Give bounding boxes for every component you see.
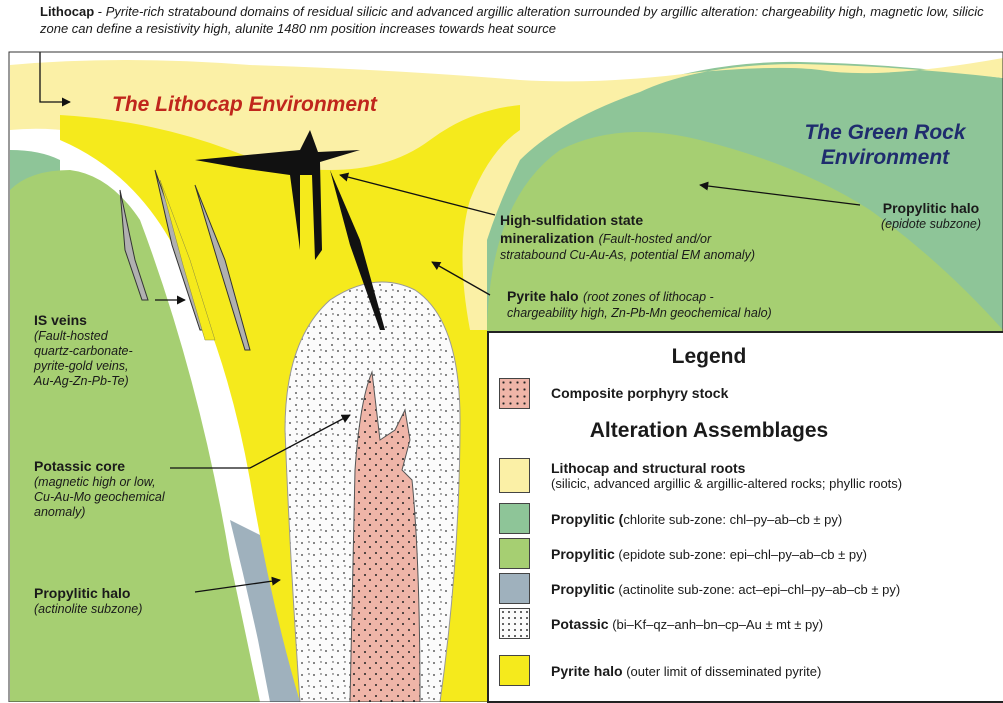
legend-actinolite-detail: (actinolite sub-zone: act–epi–chl–py–ab–… (615, 582, 900, 597)
pyrite-line-2: chargeability high, Zn-Pb-Mn geochemical… (507, 306, 887, 321)
legend-pyrite: Pyrite halo (outer limit of disseminated… (551, 663, 821, 679)
propylitic-actinolite-label: Propylitic halo (actinolite subzone) (34, 585, 224, 617)
hs-title-2: mineralization (500, 230, 594, 246)
green-rock-title-line1: The Green Rock (770, 120, 1000, 145)
swatch-actinolite (499, 573, 530, 604)
legend-actinolite-title: Propylitic (551, 581, 615, 597)
legend-porphyry: Composite porphyry stock (551, 385, 728, 401)
legend-potassic-title: Potassic (551, 616, 609, 632)
legend-chlorite-detail: chlorite sub-zone: chl–py–ab–cb ± py) (623, 512, 842, 527)
potassic-title: Potassic core (34, 458, 234, 475)
potassic-line-1: (magnetic high or low, (34, 475, 234, 490)
legend-pyrite-title: Pyrite halo (551, 663, 623, 679)
pyrite-paren: (root zones of lithocap - (583, 290, 714, 304)
potassic-line-2: Cu-Au-Mo geochemical (34, 490, 234, 505)
high-sulfidation-label: High-sulfidation state mineralization (F… (500, 212, 870, 263)
lithocap-text: Pyrite-rich stratabound domains of resid… (40, 4, 984, 36)
prop-act-sub: (actinolite subzone) (34, 602, 224, 617)
is-line-2: quartz-carbonate- (34, 344, 194, 359)
is-veins-label: IS veins (Fault-hosted quartz-carbonate-… (34, 312, 194, 389)
is-line-3: pyrite-gold veins, (34, 359, 194, 374)
swatch-potassic (499, 608, 530, 639)
legend-lithocap-detail: (silicic, advanced argillic & argillic-a… (551, 476, 902, 491)
potassic-line-3: anomaly) (34, 505, 234, 520)
lithocap-environment-title: The Lithocap Environment (112, 92, 377, 117)
legend-epidote: Propylitic (epidote sub-zone: epi–chl–py… (551, 546, 867, 562)
hs-title-1: High-sulfidation state (500, 212, 870, 229)
legend-lithocap-title: Lithocap and structural roots (551, 460, 745, 476)
lithocap-term: Lithocap (40, 4, 94, 19)
is-title: IS veins (34, 312, 194, 329)
legend-subtitle: Alteration Assemblages (489, 419, 929, 443)
pyrite-line-1: Pyrite halo (root zones of lithocap - (507, 287, 887, 306)
green-rock-title-line2: Environment (770, 145, 1000, 170)
prop-epi-title: Propylitic halo (862, 200, 1000, 217)
lithocap-description: Lithocap - Pyrite-rich stratabound domai… (40, 4, 1000, 38)
swatch-porphyry (499, 378, 530, 409)
legend-porphyry-text: Composite porphyry stock (551, 385, 728, 401)
legend-epidote-title: Propylitic (551, 546, 615, 562)
dash: - (94, 4, 106, 19)
legend-chlorite-title: Propylitic ( (551, 511, 623, 527)
swatch-pyrite-halo (499, 655, 530, 686)
is-line-1: (Fault-hosted (34, 329, 194, 344)
potassic-core-label: Potassic core (magnetic high or low, Cu-… (34, 458, 234, 520)
legend-potassic: Potassic (bi–Kf–qz–anh–bn–cp–Au ± mt ± p… (551, 616, 823, 632)
swatch-lithocap (499, 458, 530, 493)
legend-lithocap: Lithocap and structural roots (silicic, … (551, 460, 902, 491)
legend-pyrite-detail: (outer limit of disseminated pyrite) (623, 664, 822, 679)
legend-epidote-detail: (epidote sub-zone: epi–chl–py–ab–cb ± py… (615, 547, 867, 562)
legend-chlorite: Propylitic (chlorite sub-zone: chl–py–ab… (551, 511, 842, 527)
propylitic-epidote-label: Propylitic halo (epidote subzone) (862, 200, 1000, 232)
legend: Legend Composite porphyry stock Alterati… (487, 331, 1003, 703)
pyrite-title: Pyrite halo (507, 288, 579, 304)
legend-title: Legend (489, 345, 929, 369)
green-rock-environment-title: The Green Rock Environment (770, 120, 1000, 170)
legend-potassic-detail: (bi–Kf–qz–anh–bn–cp–Au ± mt ± py) (609, 617, 823, 632)
hs-line-2: mineralization (Fault-hosted and/or (500, 229, 870, 248)
prop-act-title: Propylitic halo (34, 585, 224, 602)
prop-epi-sub: (epidote subzone) (862, 217, 1000, 232)
is-line-4: Au-Ag-Zn-Pb-Te) (34, 374, 194, 389)
swatch-chlorite (499, 503, 530, 534)
swatch-epidote (499, 538, 530, 569)
legend-actinolite: Propylitic (actinolite sub-zone: act–epi… (551, 581, 900, 597)
pyrite-halo-label: Pyrite halo (root zones of lithocap - ch… (507, 287, 887, 321)
hs-line-3: stratabound Cu-Au-As, potential EM anoma… (500, 248, 870, 263)
hs-paren-1: (Fault-hosted and/or (599, 232, 712, 246)
